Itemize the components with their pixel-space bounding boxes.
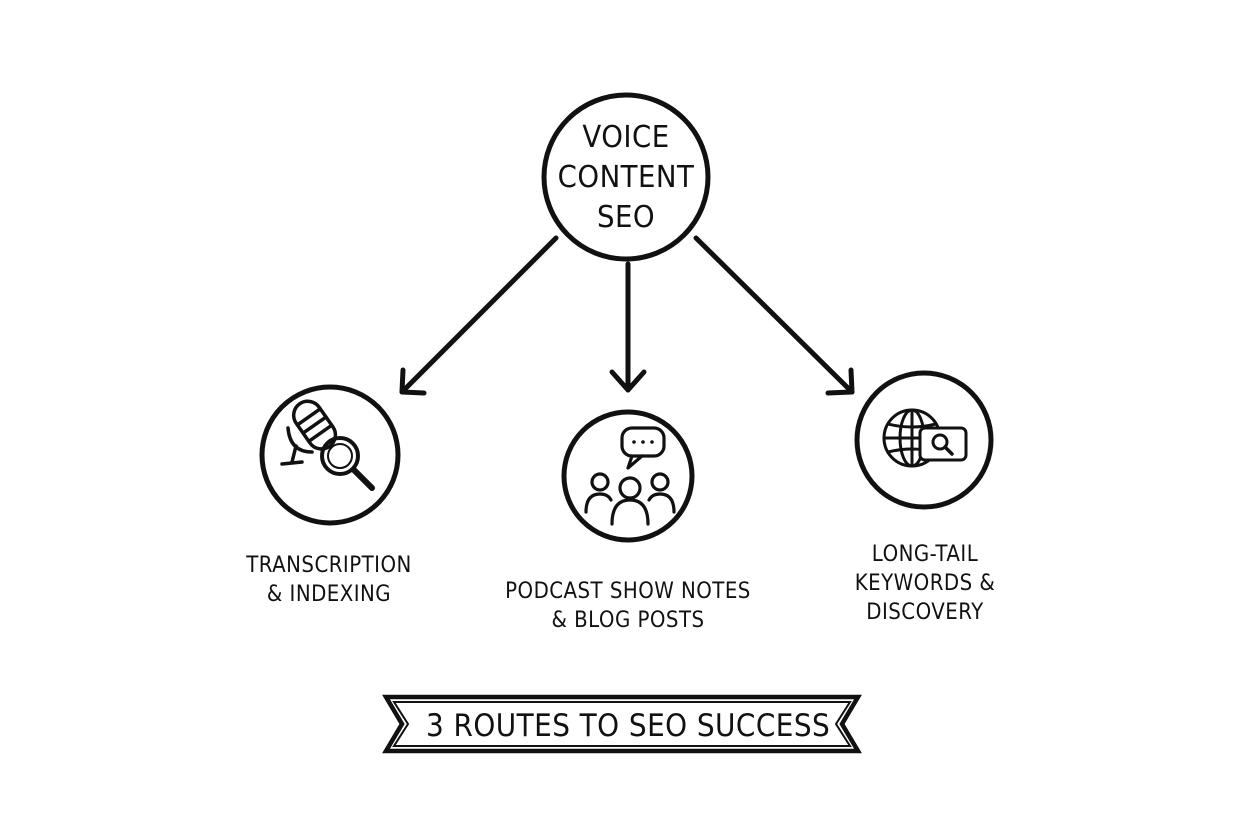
podcast-label-line-1: PODCAST SHOW NOTES: [505, 579, 751, 604]
longtail-label-line-1: LONG-TAIL: [871, 542, 979, 567]
podcast-label: PODCAST SHOW NOTES & BLOG POSTS: [493, 577, 763, 635]
arrow-to-podcast: [609, 261, 647, 393]
longtail-label-line-3: DISCOVERY: [866, 600, 984, 625]
transcription-label-line-1: TRANSCRIPTION: [246, 553, 412, 578]
longtail-label-line-2: KEYWORDS &: [854, 571, 996, 596]
banner-ribbon: [382, 694, 862, 754]
globe-search-icon: [882, 408, 968, 468]
center-node-label: VOICE CONTENT SEO: [550, 108, 703, 248]
banner-text: 3 ROUTES TO SEO SUCCESS: [426, 708, 831, 744]
center-label-line-3: SEO: [596, 200, 656, 235]
transcription-label: TRANSCRIPTION & INDEXING: [229, 551, 429, 609]
longtail-label: LONG-TAIL KEYWORDS & DISCOVERY: [829, 540, 1022, 627]
center-label-line-1: VOICE: [582, 120, 670, 155]
transcription-label-line-2: & INDEXING: [266, 582, 392, 607]
podcast-label-line-2: & BLOG POSTS: [551, 608, 705, 633]
center-label-line-2: CONTENT: [557, 160, 695, 195]
arrow-to-transcription: [399, 235, 559, 396]
center-node-circle: [541, 92, 711, 262]
microphone-magnifier-icon: [280, 399, 375, 491]
people-chat-bubble-icon: [584, 426, 676, 526]
podcast-node-circle: [561, 409, 695, 543]
transcription-node-circle: [259, 384, 401, 526]
arrow-to-longtail: [693, 235, 855, 396]
